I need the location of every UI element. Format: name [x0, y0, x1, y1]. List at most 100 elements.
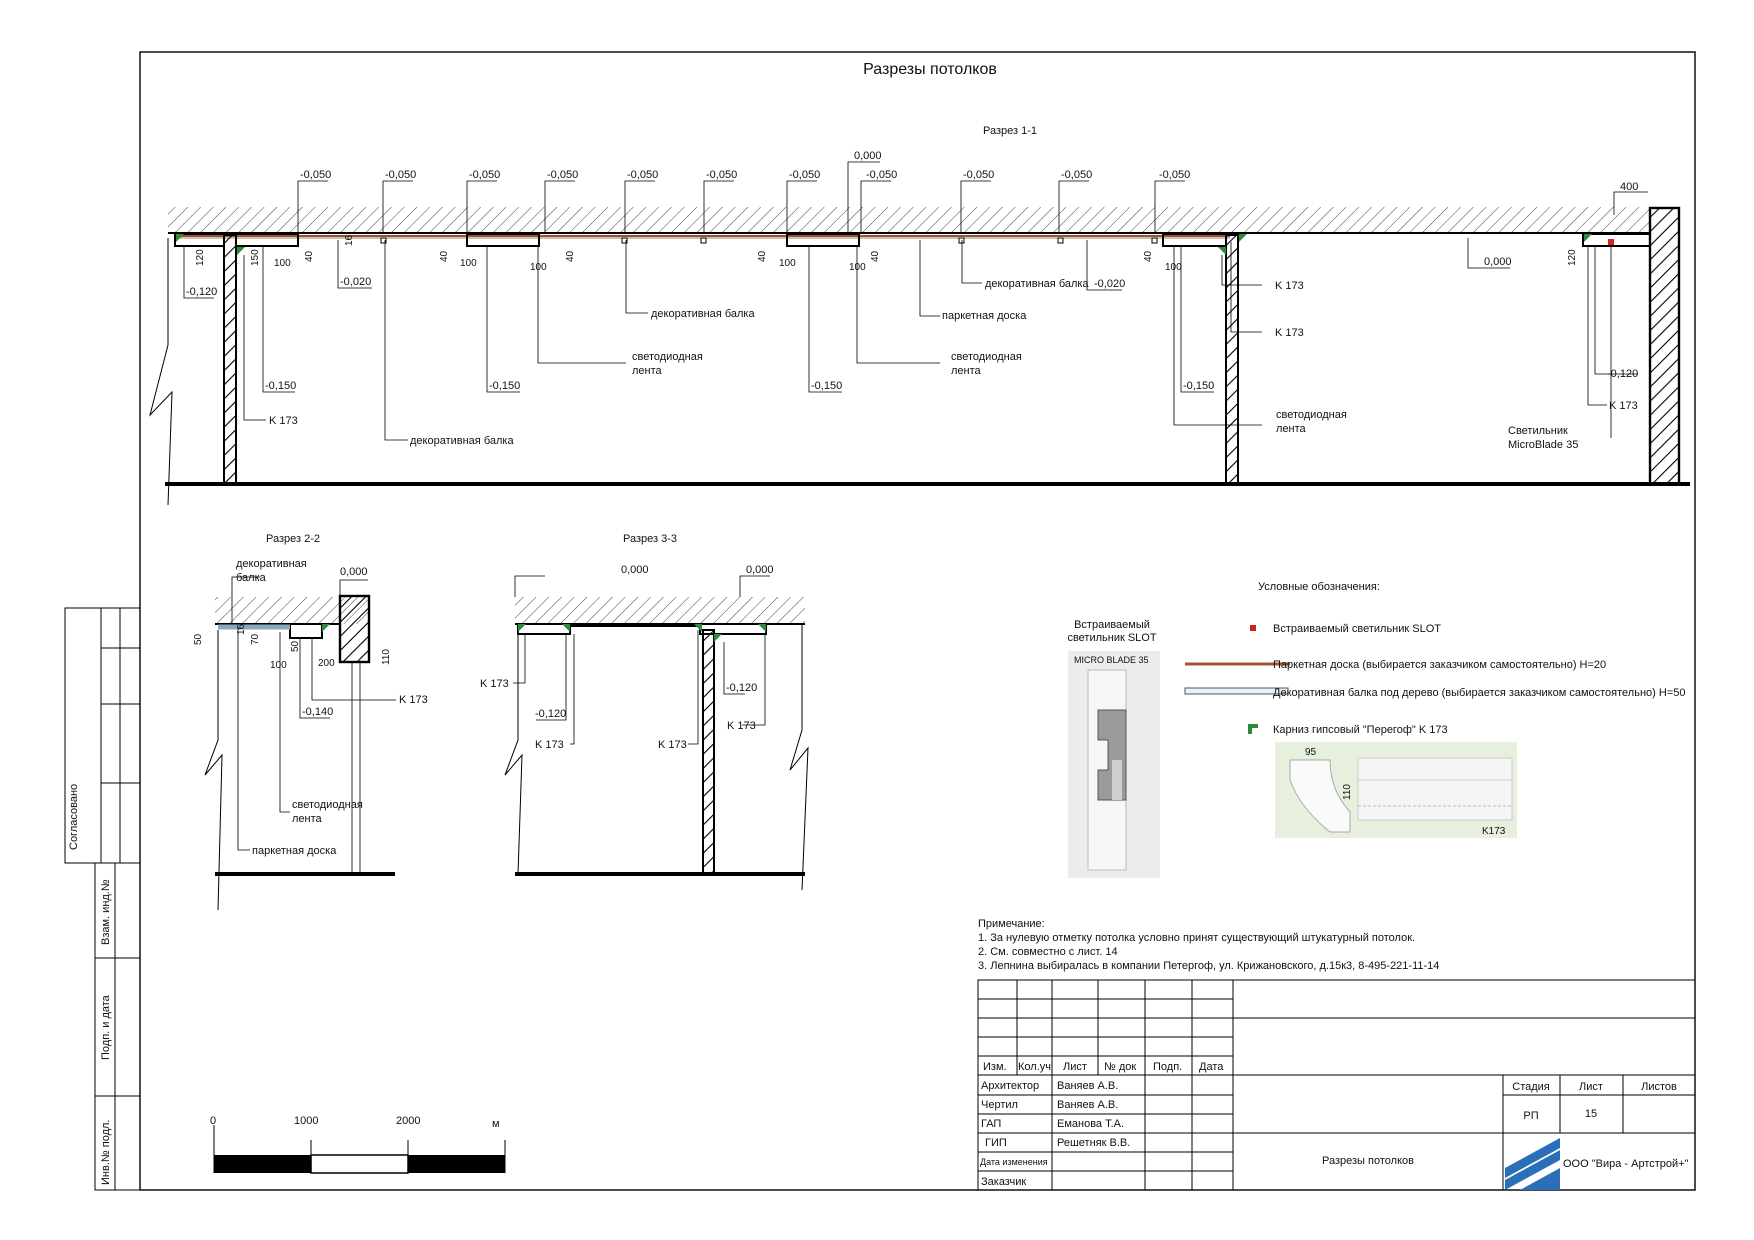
title-block [977, 979, 1696, 1191]
drawing-label: Подп. и дата [100, 994, 112, 1060]
beam-square [1057, 237, 1064, 244]
drawing-label: -0,050 [627, 169, 658, 181]
drawing-label: 120 [195, 249, 206, 266]
wall-left [223, 234, 237, 485]
drawing-label: K 173 [535, 739, 564, 751]
drawing-label: 1. За нулевую отметку потолка условно пр… [978, 932, 1415, 944]
drawing-label: -0,120 [186, 286, 217, 298]
drawing-label: Паркетная доска (выбирается заказчиком с… [1273, 659, 1606, 671]
legend-beam-icon [1184, 687, 1289, 695]
drawing-label: 40 [757, 250, 768, 262]
drawing-label: Листов [1641, 1081, 1677, 1093]
beam-square [380, 237, 387, 244]
drawing-label: 50 [290, 640, 301, 652]
drawing-label: K 173 [1275, 280, 1304, 292]
bulkhead-2 [235, 233, 299, 247]
drawing-label: ГИП [985, 1137, 1007, 1149]
drawing-label: 100 [779, 258, 796, 269]
drawing-label: Еманова Т.А. [1057, 1118, 1124, 1130]
title-block-text: Изм. Кол.уч Лист № док Подп. Дата Архите… [980, 1061, 1689, 1190]
drawing-label: паркетная доска [252, 845, 337, 857]
drawing-label: K 173 [480, 678, 509, 690]
drawing-label: 0,000 [746, 564, 774, 576]
drawing-label: лента [632, 365, 663, 377]
drawing-label: 100 [460, 258, 477, 269]
drawing-label: -0,150 [265, 380, 296, 392]
drawing-label: декоративная балка [985, 278, 1089, 290]
ceiling-slab [168, 207, 1649, 233]
beam-square [700, 237, 707, 244]
beam-square [958, 237, 965, 244]
cornice-mark [1239, 234, 1247, 242]
drawing-label: декоративная [236, 558, 307, 570]
drawing-label: лента [1276, 423, 1307, 435]
drawing-label: 150 [250, 249, 261, 266]
drawing-label: 0,000 [1484, 256, 1512, 268]
drawing-label: балка [236, 572, 267, 584]
drawing-label: светодиодная [292, 799, 363, 811]
drawing-label: 110 [381, 649, 392, 665]
sheet-title: Разрезы потолков [863, 61, 997, 78]
drawing-label: -0,120 [726, 682, 757, 694]
drawing-label: K173 [1482, 826, 1506, 837]
drawing-label: K 173 [658, 739, 687, 751]
drawing-label: лента [951, 365, 982, 377]
wall-mid [1225, 234, 1239, 485]
drawing-label: -0,050 [866, 169, 897, 181]
bulkhead-3 [466, 233, 540, 247]
bulkhead-6 [1582, 233, 1651, 247]
bulkhead-5 [1162, 233, 1227, 247]
drawing-label: 0,000 [621, 564, 649, 576]
drawing-label: 95 [1305, 747, 1317, 758]
drawing-label: 40 [304, 250, 315, 262]
cornice-mark [237, 247, 245, 255]
drawing-label: декоративная балка [410, 435, 514, 447]
drawing-label: светодиодная [1276, 409, 1347, 421]
drawing-label: Ваняев А.В. [1057, 1099, 1118, 1111]
drawing-label: 120 [1567, 249, 1578, 266]
drawing-label: м [492, 1118, 500, 1130]
drawing-label: -0,050 [1061, 169, 1092, 181]
drawing-label: 400 [1620, 181, 1638, 193]
drawing-label: K 173 [1275, 327, 1304, 339]
drawing-label: -0,050 [385, 169, 416, 181]
drawing-label: Чертил [981, 1099, 1018, 1111]
section-1-1: Разрез 1-1 [149, 125, 1690, 506]
drawing-label: -0,120 [535, 708, 566, 720]
bulkhead-1 [174, 233, 225, 247]
drawing-label: Заказчик [981, 1176, 1026, 1188]
slot-lamp-image: MICRO BLADE 35 [1068, 651, 1160, 878]
drawing-label: -0,050 [547, 169, 578, 181]
drawing-label: Изм. [983, 1061, 1007, 1073]
wall-right [1648, 206, 1681, 486]
legend-cornice-icon [1248, 724, 1258, 734]
beam-square [1151, 237, 1158, 244]
drawing-label: -0,150 [811, 380, 842, 392]
drawing-label: -0,150 [489, 380, 520, 392]
drawing-label: Кол.уч [1018, 1061, 1051, 1073]
drawing-label: -0,050 [789, 169, 820, 181]
drawing-label: 16 [236, 623, 247, 635]
drawing-label: 40 [565, 250, 576, 262]
drawing-label: Стадия [1512, 1081, 1550, 1093]
drawing-label: K 173 [727, 720, 756, 732]
drawing-label: Взам. инд.№ [100, 879, 112, 945]
drawing-label: светодиодная [632, 351, 703, 363]
drawing-label: № док [1104, 1061, 1136, 1073]
drawing-label: K 173 [1609, 400, 1638, 412]
drawing-label: 40 [439, 250, 450, 262]
drawing-label: -0,140 [302, 706, 333, 718]
drawing-label: 0,000 [854, 150, 882, 162]
legend-slot-icon [1250, 625, 1256, 631]
drawing-label: Лист [1063, 1061, 1087, 1073]
drawing-label: 110 [1342, 784, 1353, 800]
section-2-label: Разрез 2-2 [266, 533, 320, 545]
drawing-label: светодиодная [951, 351, 1022, 363]
drawing-label: 2. См. совместно с лист. 14 [978, 946, 1118, 958]
legend: Условные обозначения: Встраиваемый свети… [1067, 581, 1685, 878]
drawing-label: 100 [270, 660, 287, 671]
drawing-label: -0,050 [469, 169, 500, 181]
section-3-label: Разрез 3-3 [623, 533, 677, 545]
drawing-label: Декоративная балка под дерево (выбираетс… [1273, 687, 1685, 699]
